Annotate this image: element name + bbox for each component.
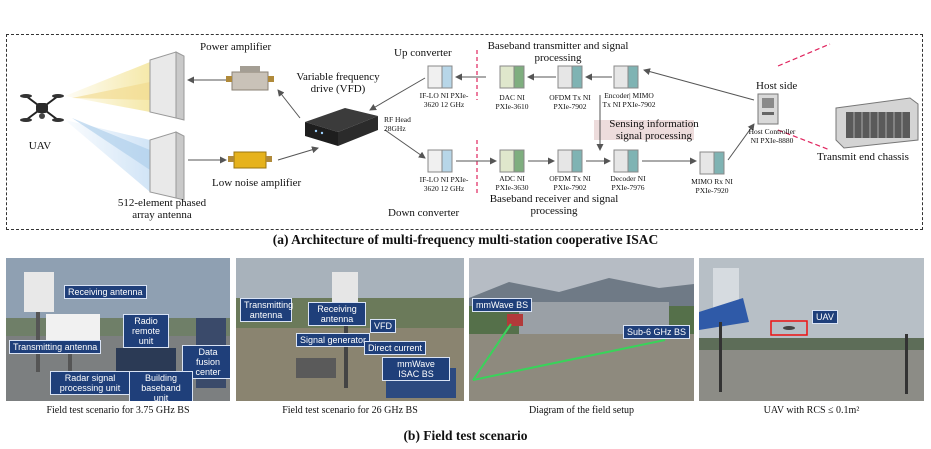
photo-field-setup: mmWave BS Sub-6 GHz BS [469,258,694,401]
module-ofdm-bottom [557,149,583,173]
photo-3-caption: Diagram of the field setup [529,405,634,416]
uav-label: UAV [28,140,52,152]
tag-uav: UAV [812,310,838,324]
photo-uav-scene [699,258,924,401]
caption-b: (b) Field test scenario [403,428,528,443]
tx-beam [65,62,150,112]
module-decoder [613,149,639,173]
host-side-label: Host side [756,80,798,92]
rx-beam [65,120,150,192]
phased-array-antenna-bottom [149,131,185,201]
tag-mmwave-isac-bs: mmWave ISAC BS [382,357,450,381]
photo-2-caption: Field test scenario for 26 GHz BS [282,405,418,416]
antenna-label: 512-element phased array antenna [117,197,207,221]
tag-radar-signal-processing-unit: Radar signal processing unit [50,371,130,395]
tag-radio-remote-unit: Radio remote unit [123,314,169,348]
ofdm-tx-bottom-label: OFDM Tx NI PXIe-7902 [549,174,591,192]
architecture-diagram [20,43,919,201]
iflo-top-label: IF-LO NI PXIe-3620 12 GHz [419,91,469,109]
transmit-chassis-icon [835,97,919,149]
photo-3-75ghz: Receiving antenna Radio remote unit Tran… [6,258,230,401]
down-converter-label: Down converter [388,207,460,219]
rf-head-label: RF Head 28GHz [384,115,411,133]
module-dac [499,65,525,89]
photo-uav: UAV [699,258,924,401]
power-amplifier-icon [226,66,274,91]
low-noise-amplifier-label: Low noise amplifier [212,177,302,189]
baseband-rx-title: Baseband receiver and signal processing [489,193,619,217]
baseband-tx-title: Baseband transmitter and signal processi… [487,40,629,64]
module-adc [499,149,525,173]
low-noise-amplifier-icon [228,151,272,169]
module-ofdm-top [557,65,583,89]
uav-icon [20,94,64,122]
iflo-bottom-label: IF-LO NI PXIe-3620 12 GHz [419,175,469,193]
tag-building-baseband-unit: Building baseband unit [129,371,193,401]
tag-data-fusion-center: Data fusion center [182,345,230,379]
photo-4-caption: UAV with RCS ≤ 0.1m² [763,405,860,416]
tag-sub6-bs: Sub-6 GHz BS [623,325,691,339]
tag-transmitting-antenna-26: Transmitting antenna [240,298,293,322]
vfd-rf-head-icon [305,108,378,146]
ofdm-tx-top-label: OFDM Tx NI PXIe-7902 [549,93,591,111]
tag-mmwave-bs: mmWave BS [472,298,533,312]
mimo-rx-label: MIMO Rx NI PXIe-7920 [691,177,733,195]
photo-26ghz: Transmitting antenna Receiving antenna V… [236,258,464,401]
host-controller-label: Host Controller NI PXIe-8880 [748,127,796,145]
host-controller-icon [757,93,779,125]
tag-signal-generator: Signal generator [296,333,371,347]
vfd-label: Variable frequency drive (VFD) [296,71,380,95]
tag-receiving-antenna-26: Receiving antenna [308,302,366,326]
caption-a: (a) Architecture of multi-frequency mult… [272,232,659,247]
decoder-label: Decoder NI PXIe-7976 [610,174,646,192]
module-iflo-top [427,65,453,89]
sensing-box [594,120,694,140]
module-mimo-rx [699,151,725,175]
tag-receiving-antenna: Receiving antenna [64,285,147,299]
encoder-label: Encoder| MIMO Tx NI PXIe-7902 [602,91,656,109]
phased-array-antenna-top [149,51,185,121]
tag-vfd: VFD [370,319,396,333]
tag-transmitting-antenna: Transmitting antenna [9,340,102,354]
photo-1-caption: Field test scenario for 3.75 GHz BS [46,405,190,416]
adc-label: ADC NI PXIe-3630 [495,174,529,192]
up-converter-label: Up converter [394,47,452,59]
sensing-title: Sensing information signal processing [609,118,699,142]
dac-label: DAC NI PXIe-3610 [495,93,529,111]
architecture-frame [6,34,923,230]
module-encoder [613,65,639,89]
tag-direct-current: Direct current [364,341,427,355]
module-iflo-bottom [427,149,453,173]
chassis-label: Transmit end chassis [817,151,909,163]
power-amplifier-label: Power amplifier [200,41,272,53]
